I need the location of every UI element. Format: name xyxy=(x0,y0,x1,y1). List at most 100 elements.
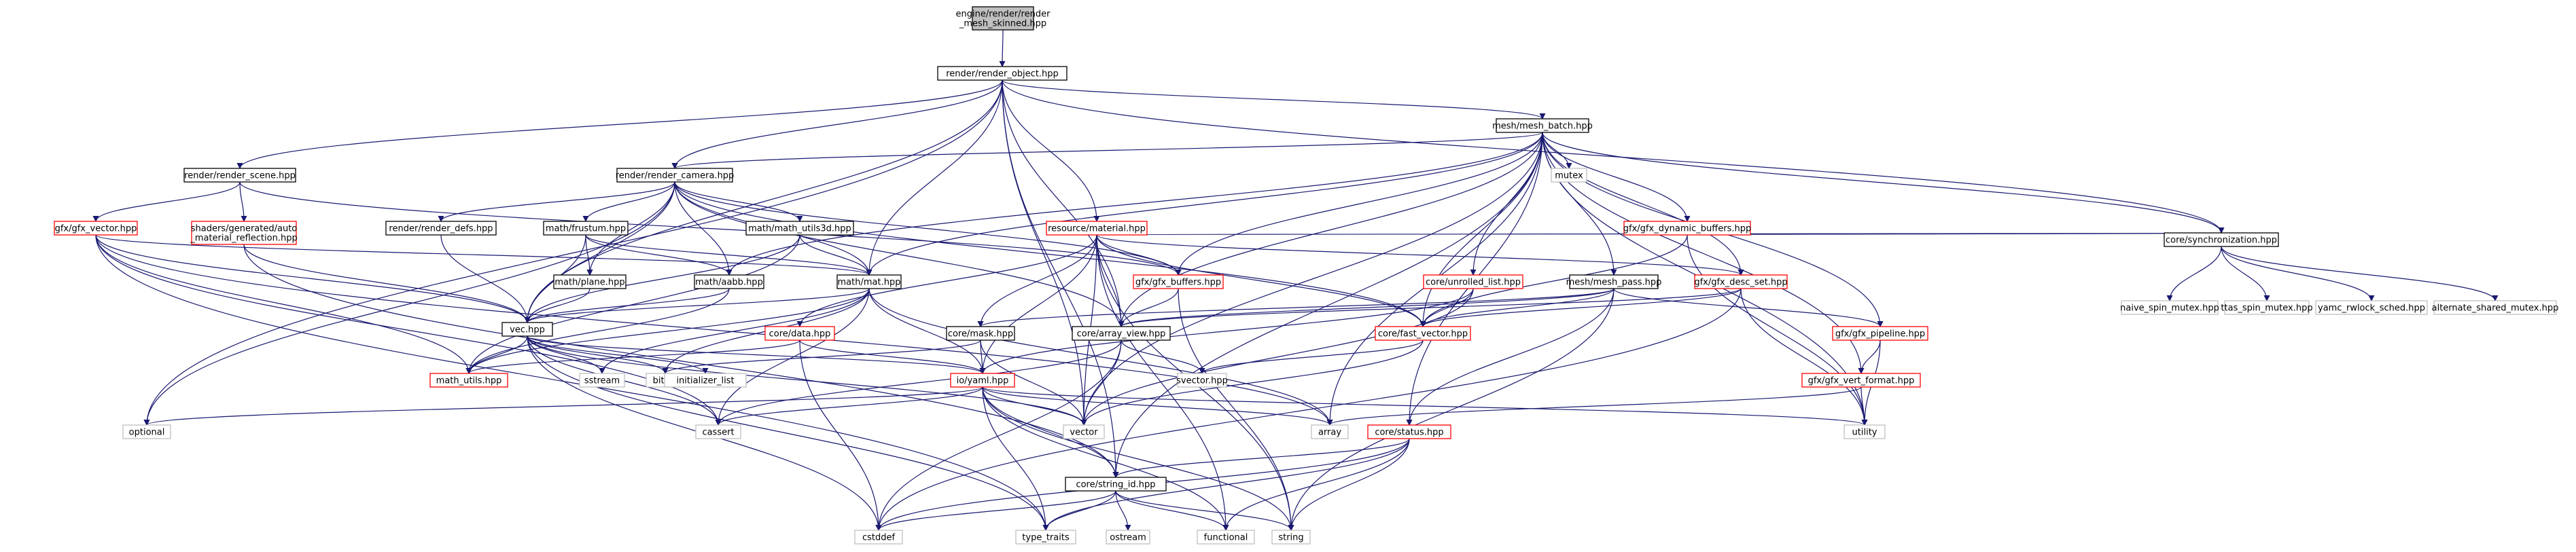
edge-vec-to-bitset xyxy=(527,335,669,374)
edge-io-yaml-to-vector xyxy=(982,386,1087,426)
node-math-utils3d[interactable]: math/math_utils3d.hpp xyxy=(745,221,854,236)
node-frustum[interactable]: math/frustum.hpp xyxy=(543,221,629,236)
edge-mesh-batch-to-mat xyxy=(866,132,1543,276)
edge-string-id-to-type-traits xyxy=(1042,490,1116,531)
node-synchronization[interactable]: core/synchronization.hpp xyxy=(2164,232,2279,247)
node-box xyxy=(1551,168,1587,183)
edge-shaders-auto-to-string-id xyxy=(243,244,1119,478)
node-utility[interactable]: utility xyxy=(1843,424,1886,439)
node-sstream[interactable]: sstream xyxy=(579,373,625,388)
node-render-camera[interactable]: render/render_camera.hpp xyxy=(616,168,735,183)
node-gfx-desc-set[interactable]: gfx/gfx_desc_set.hpp xyxy=(1694,274,1788,289)
node-vector[interactable]: vector xyxy=(1063,424,1105,439)
node-functional[interactable]: functional xyxy=(1197,530,1255,545)
node-unrolled-list[interactable]: core/unrolled_list.hpp xyxy=(1423,274,1523,289)
edge-render-object-to-render-camera xyxy=(671,79,1003,169)
node-label: gfx/gfx_buffers.hpp xyxy=(1135,278,1221,288)
node-shaders-auto[interactable]: shaders/generated/auto_material_reflecti… xyxy=(190,221,298,245)
node-optional[interactable]: optional xyxy=(122,424,171,439)
node-plane[interactable]: math/plane.hpp xyxy=(553,274,627,289)
node-box xyxy=(695,424,741,439)
node-svector[interactable]: svector.hpp xyxy=(1176,373,1228,388)
edge-array-view-to-svector xyxy=(1121,339,1205,374)
edge-data-to-io-yaml xyxy=(799,339,986,374)
node-mutex[interactable]: mutex xyxy=(1551,168,1587,183)
edge-render-camera-to-render-defs xyxy=(438,181,675,222)
node-mask[interactable]: core/mask.hpp xyxy=(946,326,1015,341)
edge-render-object-to-material xyxy=(1002,79,1100,222)
edge-frustum-to-plane xyxy=(585,234,593,276)
node-fast-vector[interactable]: core/fast_vector.hpp xyxy=(1375,326,1471,341)
node-status[interactable]: core/status.hpp xyxy=(1367,424,1451,439)
node-box xyxy=(1133,274,1224,289)
edge-render-camera-to-optional xyxy=(143,181,675,426)
node-render-object[interactable]: render/render_object.hpp xyxy=(937,66,1068,81)
edge-unrolled-list-to-io-yaml xyxy=(979,288,1474,374)
edge-material-to-gfx-desc-set xyxy=(1096,234,1744,276)
node-label: render/render_defs.hpp xyxy=(389,224,493,234)
node-root[interactable]: engine/render/render_mesh_skinned.hpp xyxy=(956,6,1051,31)
edge-io-yaml-to-type-traits xyxy=(982,386,1049,531)
node-gfx-buffers[interactable]: gfx/gfx_buffers.hpp xyxy=(1133,274,1224,289)
node-array[interactable]: array xyxy=(1311,424,1349,439)
node-box xyxy=(543,221,629,236)
node-data[interactable]: core/data.hpp xyxy=(764,326,835,341)
node-string[interactable]: string xyxy=(1271,530,1311,545)
node-string-id[interactable]: core/string_id.hpp xyxy=(1065,477,1167,492)
node-material[interactable]: resource/material.hpp xyxy=(1046,221,1148,236)
edge-array-view-to-cassert xyxy=(715,339,1122,426)
node-box xyxy=(694,274,764,289)
edge-mat-to-vec xyxy=(524,288,870,323)
edge-mask-to-bitset xyxy=(662,339,981,374)
edge-render-object-to-mat xyxy=(866,79,1003,276)
edge-mesh-pass-to-gfx-pipeline xyxy=(1613,288,1884,327)
node-label: gfx/gfx_pipeline.hpp xyxy=(1835,329,1925,339)
node-label: math/frustum.hpp xyxy=(546,224,626,234)
node-gfx-vector[interactable]: gfx/gfx_vector.hpp xyxy=(54,221,138,236)
edge-data-to-cstddef xyxy=(799,339,882,531)
node-initializer-list[interactable]: initializer_list xyxy=(664,373,747,388)
node-alternate-shared-mutex[interactable]: alternate_shared_mutex.hpp xyxy=(2432,300,2559,315)
node-aabb[interactable]: math/aabb.hpp xyxy=(694,274,764,289)
edge-gfx-vector-to-mat xyxy=(95,234,872,276)
edge-aabb-to-math-utils xyxy=(465,288,730,374)
node-naive-spin-mutex[interactable]: naive_spin_mutex.hpp xyxy=(2120,300,2219,315)
node-mesh-pass[interactable]: mesh/mesh_pass.hpp xyxy=(1566,274,1662,289)
node-render-scene[interactable]: render/render_scene.hpp xyxy=(183,168,296,183)
edge-mesh-batch-to-vector xyxy=(1080,132,1543,426)
edge-gfx-vector-to-cassert xyxy=(95,234,722,426)
node-gfx-dynamic-buffers[interactable]: gfx/gfx_dynamic_buffers.hpp xyxy=(1623,221,1751,236)
node-yamc-rwlock-sched[interactable]: yamc_rwlock_sched.hpp xyxy=(2315,300,2428,315)
node-cstddef[interactable]: cstddef xyxy=(854,530,903,545)
edge-mat-to-math-utils xyxy=(465,288,870,374)
node-gfx-vert-format[interactable]: gfx/gfx_vert_format.hpp xyxy=(1801,373,1921,388)
node-array-view[interactable]: core/array_view.hpp xyxy=(1072,326,1171,341)
node-ttas-spin-mutex[interactable]: ttas_spin_mutex.hpp xyxy=(2221,300,2313,315)
node-label: math/plane.hpp xyxy=(554,278,624,288)
node-mesh-batch[interactable]: mesh/mesh_batch.hpp xyxy=(1492,118,1593,133)
node-cassert[interactable]: cassert xyxy=(695,424,741,439)
edge-synchronization-to-alternate-shared-mutex xyxy=(2221,246,2499,301)
edge-render-object-to-mesh-batch xyxy=(1002,79,1546,119)
node-label: core/data.hpp xyxy=(769,329,831,339)
node-ostream[interactable]: ostream xyxy=(1106,530,1150,545)
node-box xyxy=(553,274,627,289)
node-io-yaml[interactable]: io/yaml.hpp xyxy=(950,373,1015,388)
edge-math-utils3d-to-mat xyxy=(799,234,872,276)
node-label: type_traits xyxy=(1022,533,1070,543)
edge-gfx-dynamic-buffers-to-fast-vector xyxy=(1419,234,1688,327)
edge-gfx-dynamic-buffers-to-utility xyxy=(1687,234,1868,426)
node-render-defs[interactable]: render/render_defs.hpp xyxy=(385,221,497,236)
node-box xyxy=(1367,424,1451,439)
edge-render-camera-to-fast-vector xyxy=(674,181,1426,327)
edge-render-object-to-array-view xyxy=(1002,79,1125,327)
node-math-utils[interactable]: math_utils.hpp xyxy=(429,373,508,388)
node-vec[interactable]: vec.hpp xyxy=(501,322,553,337)
node-mat[interactable]: math/mat.hpp xyxy=(836,274,902,289)
edge-synchronization-to-naive-spin-mutex xyxy=(2166,246,2222,301)
node-gfx-pipeline[interactable]: gfx/gfx_pipeline.hpp xyxy=(1832,326,1928,341)
node-label: svector.hpp xyxy=(1176,376,1228,386)
node-box xyxy=(191,221,297,245)
node-type-traits[interactable]: type_traits xyxy=(1015,530,1076,545)
edge-vec-to-vector xyxy=(527,335,1087,426)
